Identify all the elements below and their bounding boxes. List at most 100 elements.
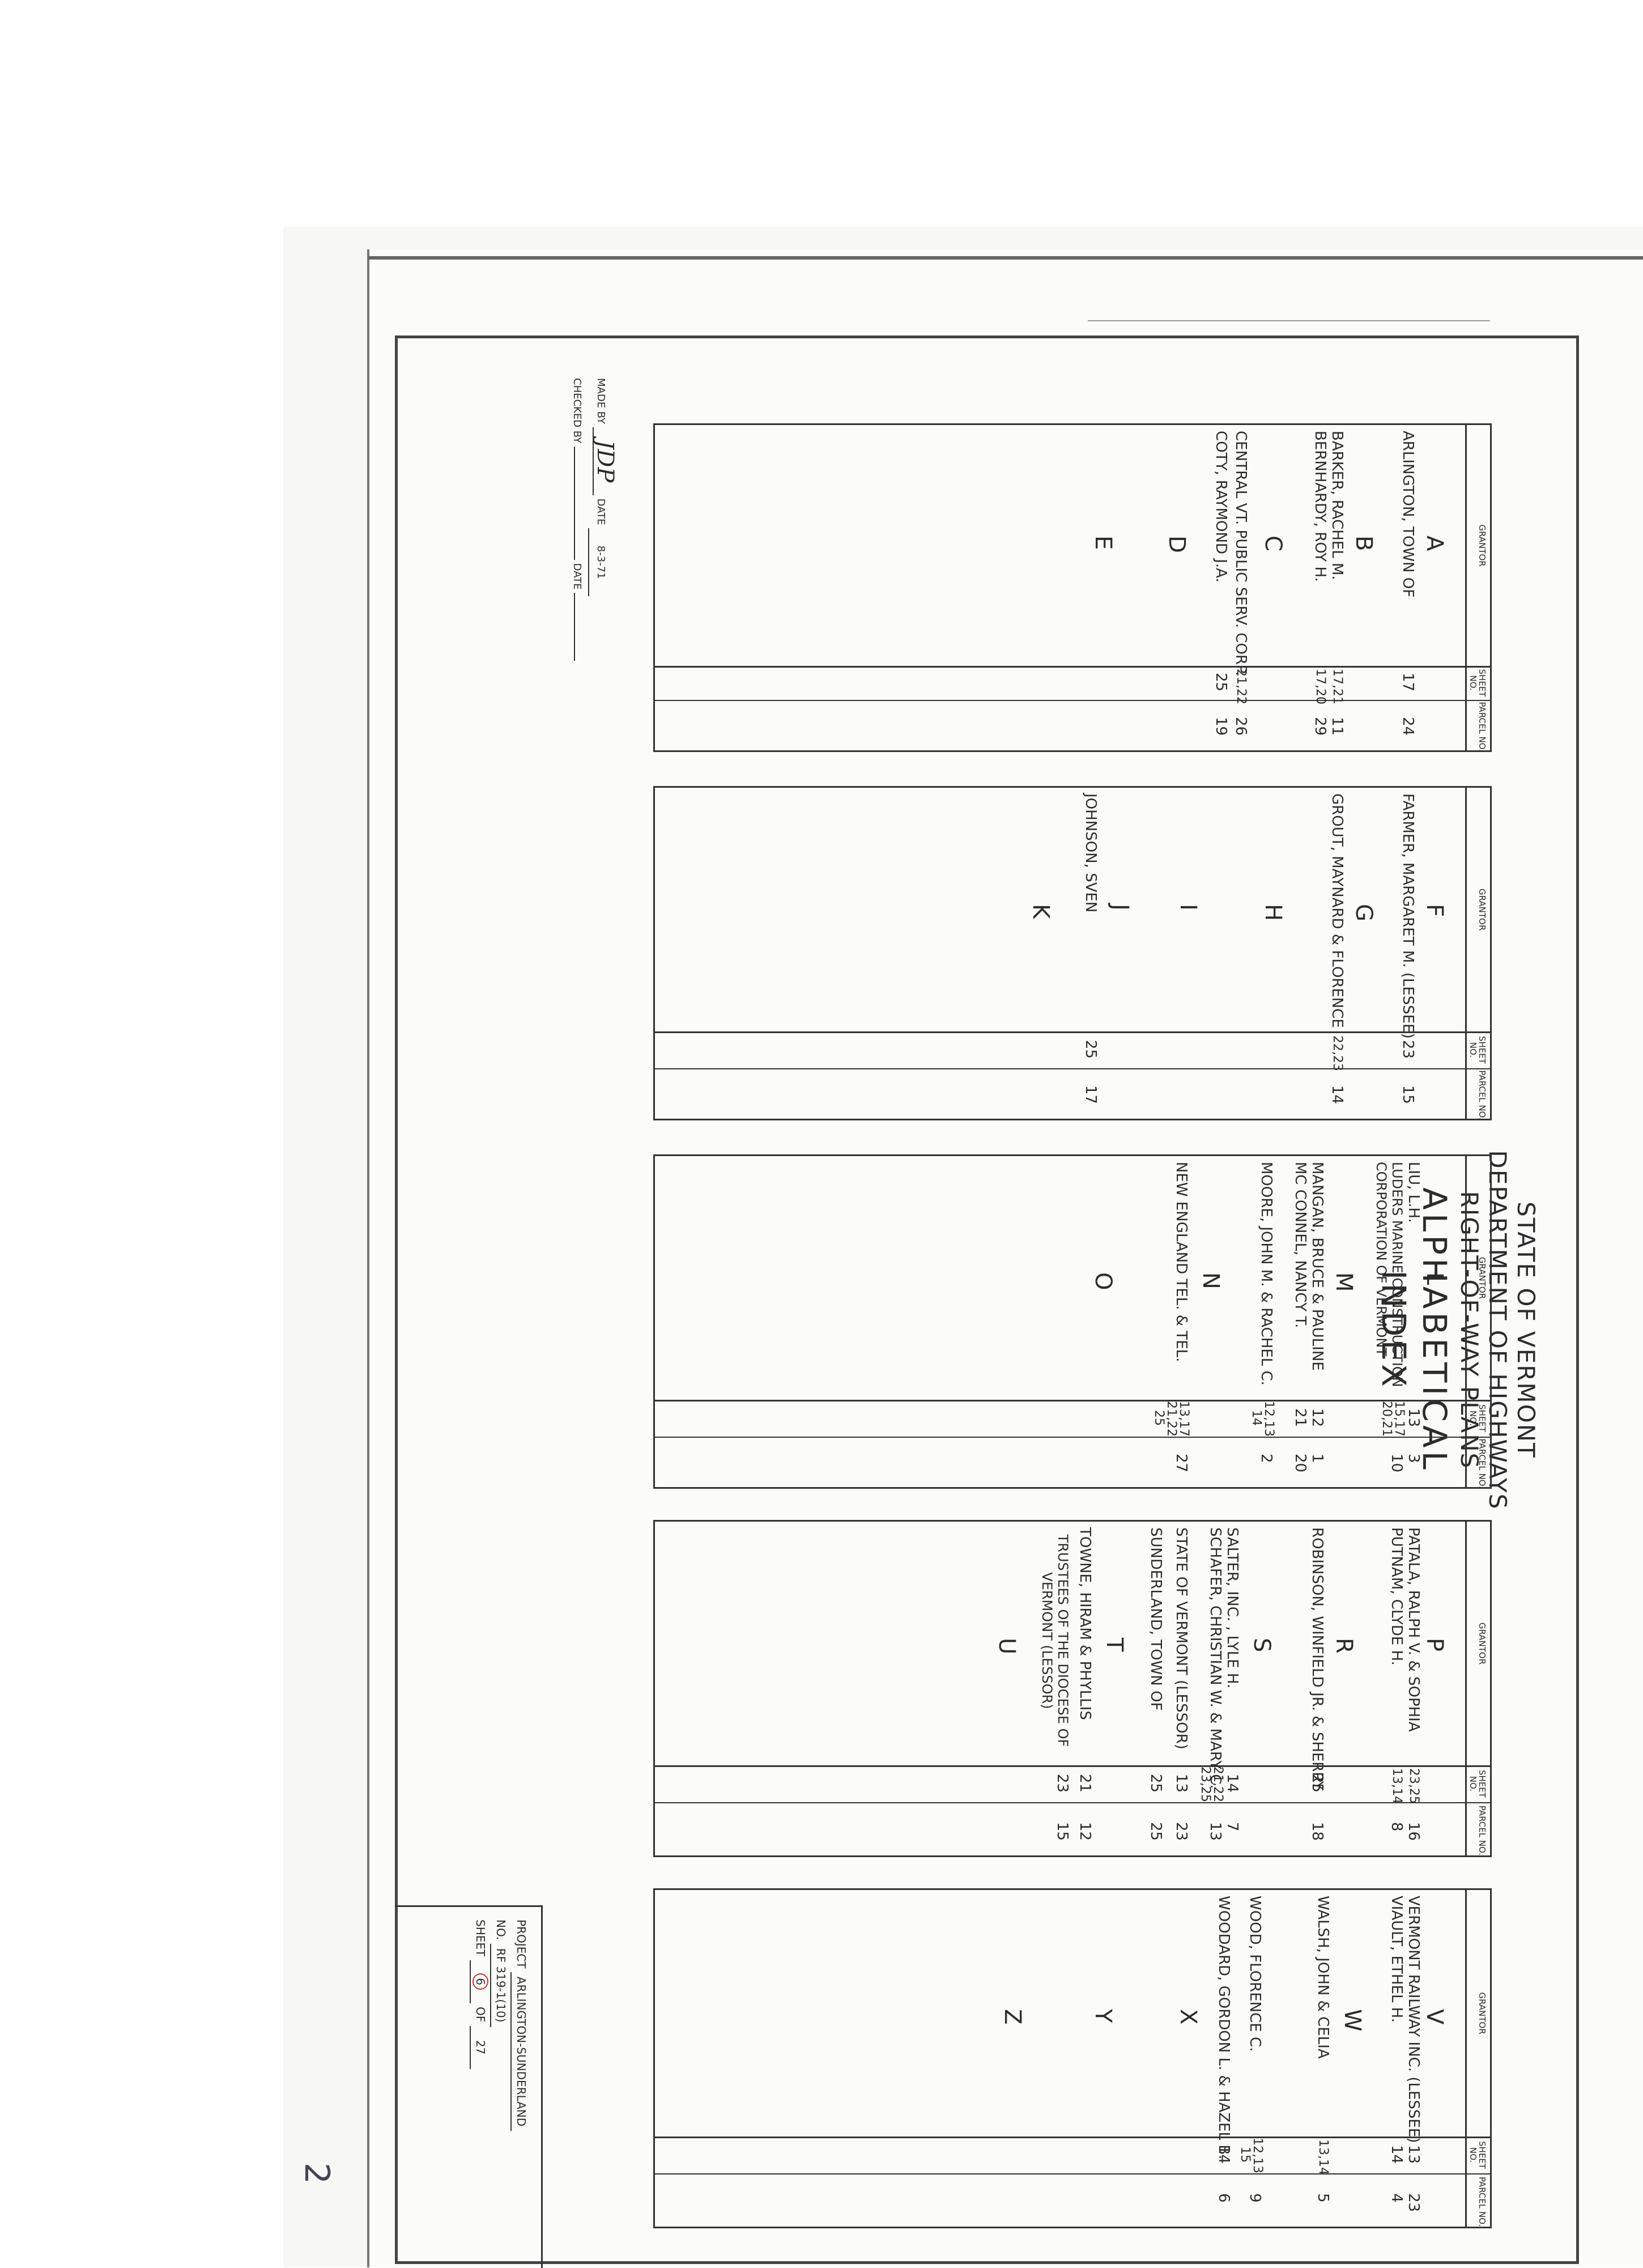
grantor-cell: TRUSTEES OF THE DIOCESE OF VERMONT (LESS… xyxy=(1039,1534,1071,1747)
letter-v: V xyxy=(1421,2009,1448,2025)
project-number: RF 319-1(10) xyxy=(490,1943,510,2027)
checked-date-value xyxy=(574,593,575,661)
column-divider xyxy=(655,1802,1490,1803)
parcel-cell: 29 xyxy=(1312,717,1329,736)
parcel-cell: 9 xyxy=(1246,2193,1263,2203)
letter-c: C xyxy=(1260,536,1286,551)
grantor-header: GRANTOR xyxy=(1477,1256,1487,1299)
letter-j: J xyxy=(1107,904,1133,911)
checked-by-label: CHECKED BY xyxy=(571,378,583,444)
parcel-cell: 10 xyxy=(1388,1454,1405,1473)
parcel-cell: 11 xyxy=(1329,717,1346,736)
parcel-cell: 12 xyxy=(1076,1822,1093,1841)
parcel-cell: 27 xyxy=(1173,1454,1190,1473)
sheet-cell: 25 xyxy=(1147,1774,1164,1793)
grantor-cell: WOODARD, GORDON L. & HAZEL B. xyxy=(1215,1896,1232,2160)
parcel-cell: 17 xyxy=(1082,1085,1099,1105)
sheet-cell: 17,20 xyxy=(1313,669,1327,704)
grantor-cell: FARMER, MARGARET M. (LESSEE) xyxy=(1399,793,1416,1039)
column-divider xyxy=(655,700,1490,701)
sheet-cell: 13 xyxy=(1405,1408,1422,1428)
margin-page-mark: 2 xyxy=(297,2162,337,2185)
sheet-header: SHEET NO. xyxy=(1468,1404,1487,1432)
parcel-cell: 20 xyxy=(1292,1454,1309,1473)
sheet-cell: 13,14 xyxy=(1390,1768,1404,1804)
sheet-header: SHEET NO. xyxy=(1468,2141,1487,2169)
parcel-cell: 7 xyxy=(1224,1822,1241,1832)
grantor-cell: SUNDERLAND, TOWN OF xyxy=(1147,1527,1164,1711)
sheet-cell: 23 xyxy=(1054,1774,1071,1793)
sheet-cell: 21 xyxy=(1076,1774,1093,1793)
grantor-header: GRANTOR xyxy=(1477,524,1487,567)
column-divider xyxy=(655,2173,1490,2174)
made-by-label: MADE BY xyxy=(595,378,607,424)
project-name: ARLINGTON-SUNDERLAND xyxy=(510,1972,531,2131)
grantor-cell: CENTRAL VT. PUBLIC SERV. CORP. xyxy=(1232,431,1249,676)
sheet-cell: 21,22 xyxy=(1234,669,1248,704)
of-label: OF xyxy=(474,2006,487,2023)
grantor-header: GRANTOR xyxy=(1477,1622,1487,1665)
sheet-cell: 15,17 20,21 xyxy=(1380,1401,1406,1437)
rotated-sheet: STATE OF VERMONT DEPARTMENT OF HIGHWAYS … xyxy=(395,338,1580,2268)
letter-m: M xyxy=(1331,1272,1357,1292)
index-group-p-u: GRANTOR SHEET NO. PARCEL NO. P PATALA, R… xyxy=(653,1520,1492,1857)
grantor-cell: MANGAN, BRUCE & PAULINE xyxy=(1309,1162,1326,1371)
grantor-cell: GROUT, MAYNARD & FLORENCE xyxy=(1329,793,1346,1028)
sheet-cell: 17 xyxy=(1399,673,1416,692)
sheet-cell: 23 xyxy=(1399,1040,1416,1059)
parcel-cell: 23 xyxy=(1405,2193,1422,2212)
grantor-header: GRANTOR xyxy=(1477,1992,1487,2035)
sheet-cell: 22,23 xyxy=(1330,1035,1344,1071)
sheet-cell: 14 xyxy=(1224,1774,1241,1793)
grantor-cell: LIU, L.H. xyxy=(1405,1162,1422,1223)
project-number-line: NO. RF 319-1(10) xyxy=(490,1919,510,2256)
index-group-v-z: GRANTOR SHEET NO. PARCEL NO. V VERMONT R… xyxy=(653,1888,1492,2228)
checked-date-label: DATE xyxy=(571,563,583,590)
parcel-cell: 6 xyxy=(1215,2193,1232,2203)
parcel-header: PARCEL NO. xyxy=(1477,2176,1487,2227)
title-state: STATE OF VERMONT xyxy=(1512,1201,1540,1459)
sheet-cell: 25 xyxy=(1212,673,1229,692)
sheet-cell: 25 xyxy=(1309,1774,1326,1793)
project-label: PROJECT xyxy=(514,1919,528,1969)
column-divider xyxy=(655,1765,1490,1767)
parcel-cell: 24 xyxy=(1399,717,1416,736)
checked-by-value xyxy=(574,446,575,560)
sheet-cell: 23,25 xyxy=(1407,1768,1421,1804)
made-date-value: 8-3-71 xyxy=(588,528,612,597)
parcel-cell: 14 xyxy=(1329,1085,1346,1105)
paper-sheet xyxy=(367,249,1643,2267)
parcel-cell: 5 xyxy=(1314,2193,1331,2203)
sheet-cell: 25 xyxy=(1082,1040,1099,1059)
index-group-a-e: GRANTOR SHEET NO. PARCEL NO. A ARLINGTON… xyxy=(653,423,1492,752)
grantor-cell: ROBINSON, WINFIELD JR. & SHERRY xyxy=(1309,1527,1326,1790)
index-group-l-o: GRANTOR SHEET NO. PARCEL NO. L LIU, L.H.… xyxy=(653,1154,1492,1489)
parcel-cell: 1 xyxy=(1309,1454,1326,1463)
sheet-cell: 12 xyxy=(1309,1408,1326,1428)
column-divider xyxy=(655,2137,1490,2138)
letter-w: W xyxy=(1339,2009,1365,2032)
column-divider xyxy=(655,1437,1490,1438)
checked-by-line: CHECKED BY DATE xyxy=(565,378,588,661)
index-group-f-k: GRANTOR SHEET NO. PARCEL NO. F FARMER, M… xyxy=(653,786,1492,1120)
column-divider xyxy=(655,1068,1490,1069)
letter-h: H xyxy=(1260,904,1286,921)
sheet-cell: 13 xyxy=(1405,2145,1422,2164)
project-line: PROJECT ARLINGTON-SUNDERLAND xyxy=(510,1919,531,2256)
letter-r: R xyxy=(1331,1638,1357,1654)
parcel-cell: 2 xyxy=(1258,1454,1275,1463)
sheet-cell: 21,22 23,25 xyxy=(1198,1766,1225,1802)
grantor-cell: MC CONNEL, NANCY T. xyxy=(1292,1162,1309,1328)
grantor-cell: ARLINGTON, TOWN OF xyxy=(1399,431,1416,598)
project-no-label: NO. xyxy=(494,1919,508,1940)
sheet-cell: 17,21 xyxy=(1330,669,1344,704)
grantor-cell: BARKER, RACHEL M. xyxy=(1329,431,1346,580)
grantor-cell: WOOD, FLORENCE C. xyxy=(1246,1896,1263,2052)
letter-g: G xyxy=(1351,904,1377,921)
parcel-cell: 18 xyxy=(1309,1822,1326,1841)
sheet-number: 6 xyxy=(473,1973,488,1990)
made-by-signature: JDP xyxy=(592,427,618,495)
parcel-cell: 19 xyxy=(1212,717,1229,736)
letter-t: T xyxy=(1101,1638,1127,1652)
grantor-header: GRANTOR xyxy=(1477,888,1487,931)
